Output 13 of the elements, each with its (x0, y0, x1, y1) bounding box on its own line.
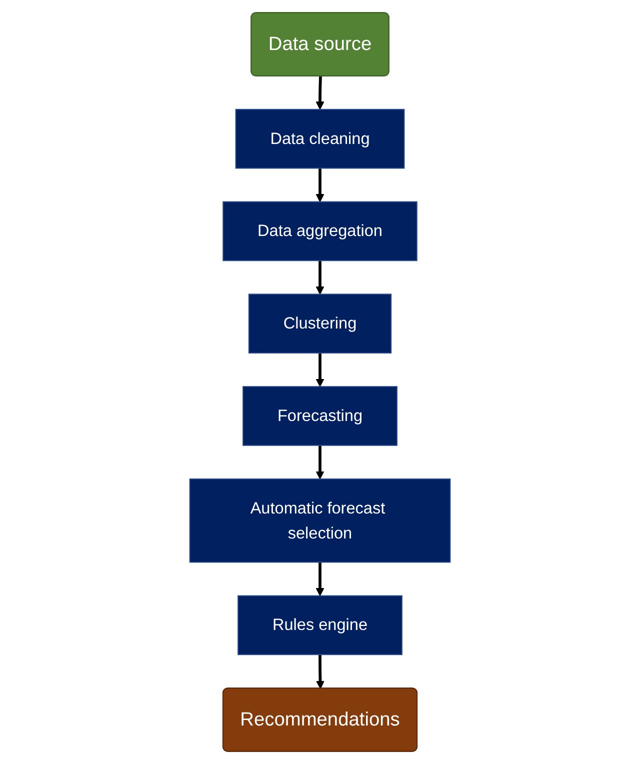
node-box: Data aggregation (222, 201, 418, 262)
arrow (316, 76, 324, 110)
node-box: Automatic forecast selection (189, 478, 451, 563)
arrow (316, 353, 324, 387)
arrow (316, 168, 324, 202)
arrow (316, 445, 324, 480)
node-box: Clustering (248, 294, 392, 354)
node-box: Forecasting (242, 386, 398, 446)
arrow (316, 562, 324, 596)
node-box: Data cleaning (235, 108, 405, 169)
node-box: Rules engine (238, 595, 402, 656)
arrow (316, 260, 324, 295)
arrow (316, 654, 324, 689)
